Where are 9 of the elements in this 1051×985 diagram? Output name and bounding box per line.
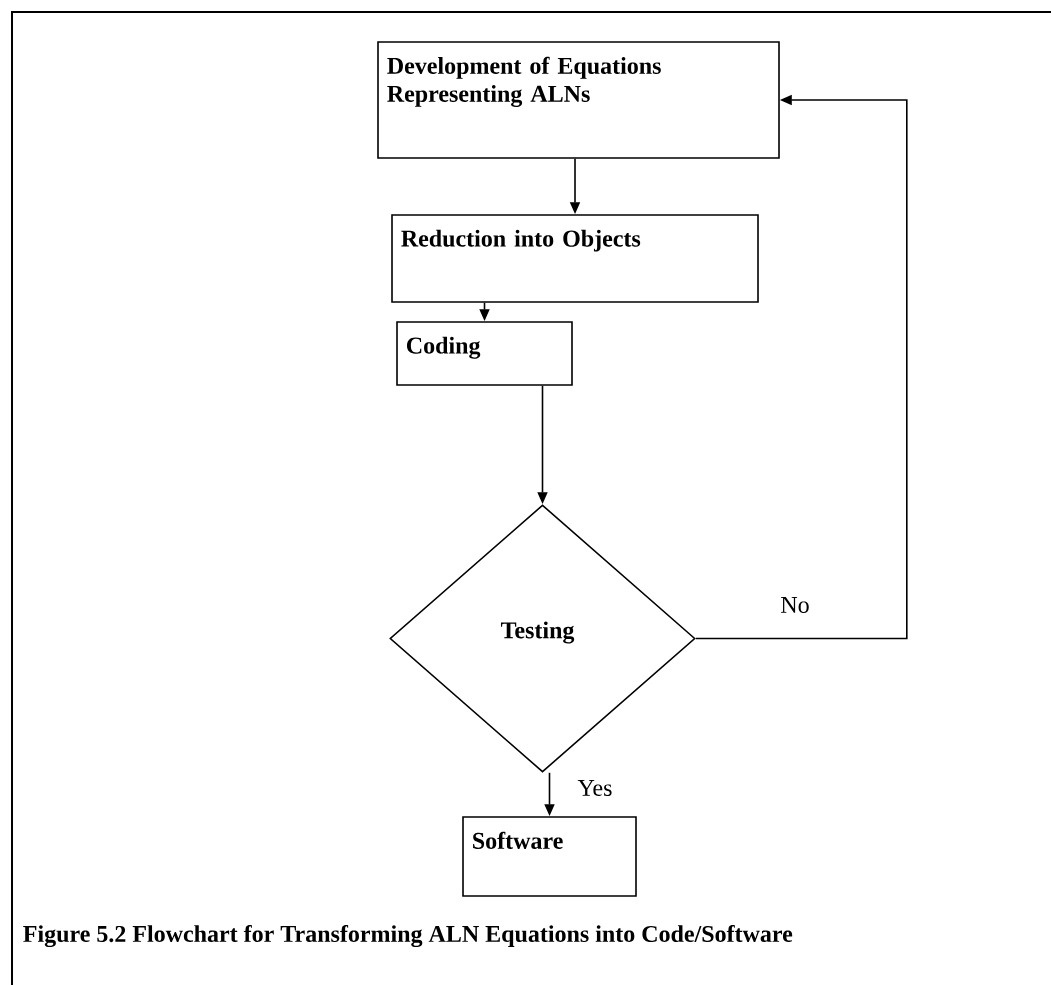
caption: Figure 5.2 Flowchart for Transforming ALN Equations into Code/Software [23, 924, 793, 948]
edge-label: No [778, 595, 812, 615]
process-box: Reduction into Objects [391, 214, 759, 303]
edge-label: Yes [575, 778, 615, 798]
decision-diamond [389, 504, 696, 773]
process-box: Development of Equations Representing ALNs [377, 41, 780, 159]
node-label: Testing [500, 621, 575, 644]
process-box: Coding [396, 321, 573, 386]
process-box: Software [462, 816, 637, 897]
